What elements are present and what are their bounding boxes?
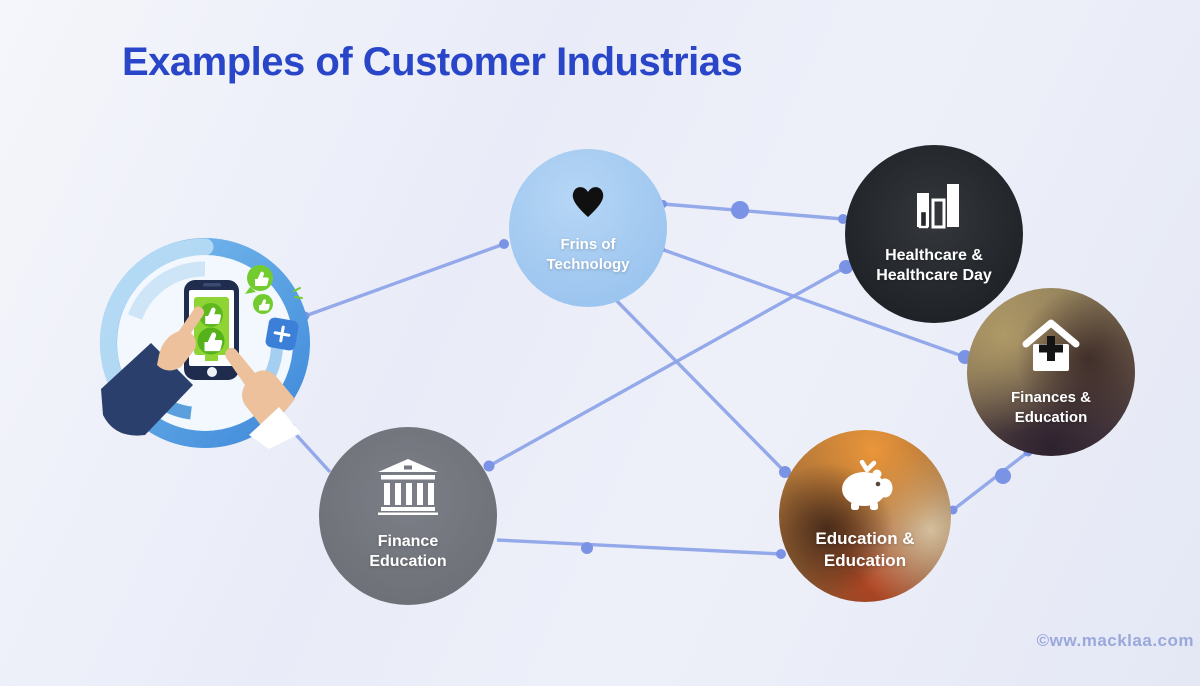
connector-dot [731,201,749,219]
connector-technology-finances-education [660,247,966,359]
bank-icon [378,458,438,522]
node-label-line1: Finance [377,532,439,550]
customer-hub [99,237,311,449]
node-label-line1: Frins of [560,236,616,254]
node-label-line2: Education [823,551,907,571]
watermark: ©ww.macklaa.com [1036,631,1194,650]
right-hand-icon [225,347,301,449]
connector-dot [995,468,1011,484]
page-title: Examples of Customer Industrias [122,40,743,84]
left-hand-icon [101,306,204,436]
node-education-education: Education & Education [779,430,951,602]
node-label-line1: Healthcare & [885,246,983,264]
connector-finance-education-healthcare [488,265,847,468]
connector-dot [499,239,509,249]
like-badge-icon [245,265,273,294]
plus-tile-icon [265,317,299,351]
heart-icon [568,182,608,226]
connector-finance-education-education-education [496,538,782,556]
connector-dot [776,549,786,559]
medical-house-icon [1020,317,1082,379]
connector-dot [483,460,495,472]
node-label-line2: Education [369,553,447,571]
connector-dot [581,542,593,554]
node-finance-education: Finance Education [319,427,497,605]
phone-social-illustration [99,238,310,449]
node-finances-education: Finances & Education [967,288,1135,456]
connector-hub-technology [304,242,505,318]
node-label-line2: Technology [546,255,630,273]
connector-hub-finance-education [288,426,332,474]
node-label-line1: Education & [815,528,915,548]
sparkle-icon [293,287,303,299]
connector-technology-education-education [610,294,787,474]
node-technology: Frins of Technology [509,149,667,307]
connector-technology-healthcare [662,202,844,221]
hub-decor-arc [127,261,206,320]
connector-finances-education-education-education [951,450,1030,512]
node-label-line2: Healthcare Day [876,267,992,285]
node-label-line1: Finances & [1010,389,1092,407]
piggy-bank-icon [836,459,894,518]
node-label-line2: Education [1014,408,1088,426]
node-healthcare: Healthcare & Healthcare Day [845,145,1023,323]
like-badge-small-icon [253,294,273,314]
bar-chart-icon [909,181,959,236]
